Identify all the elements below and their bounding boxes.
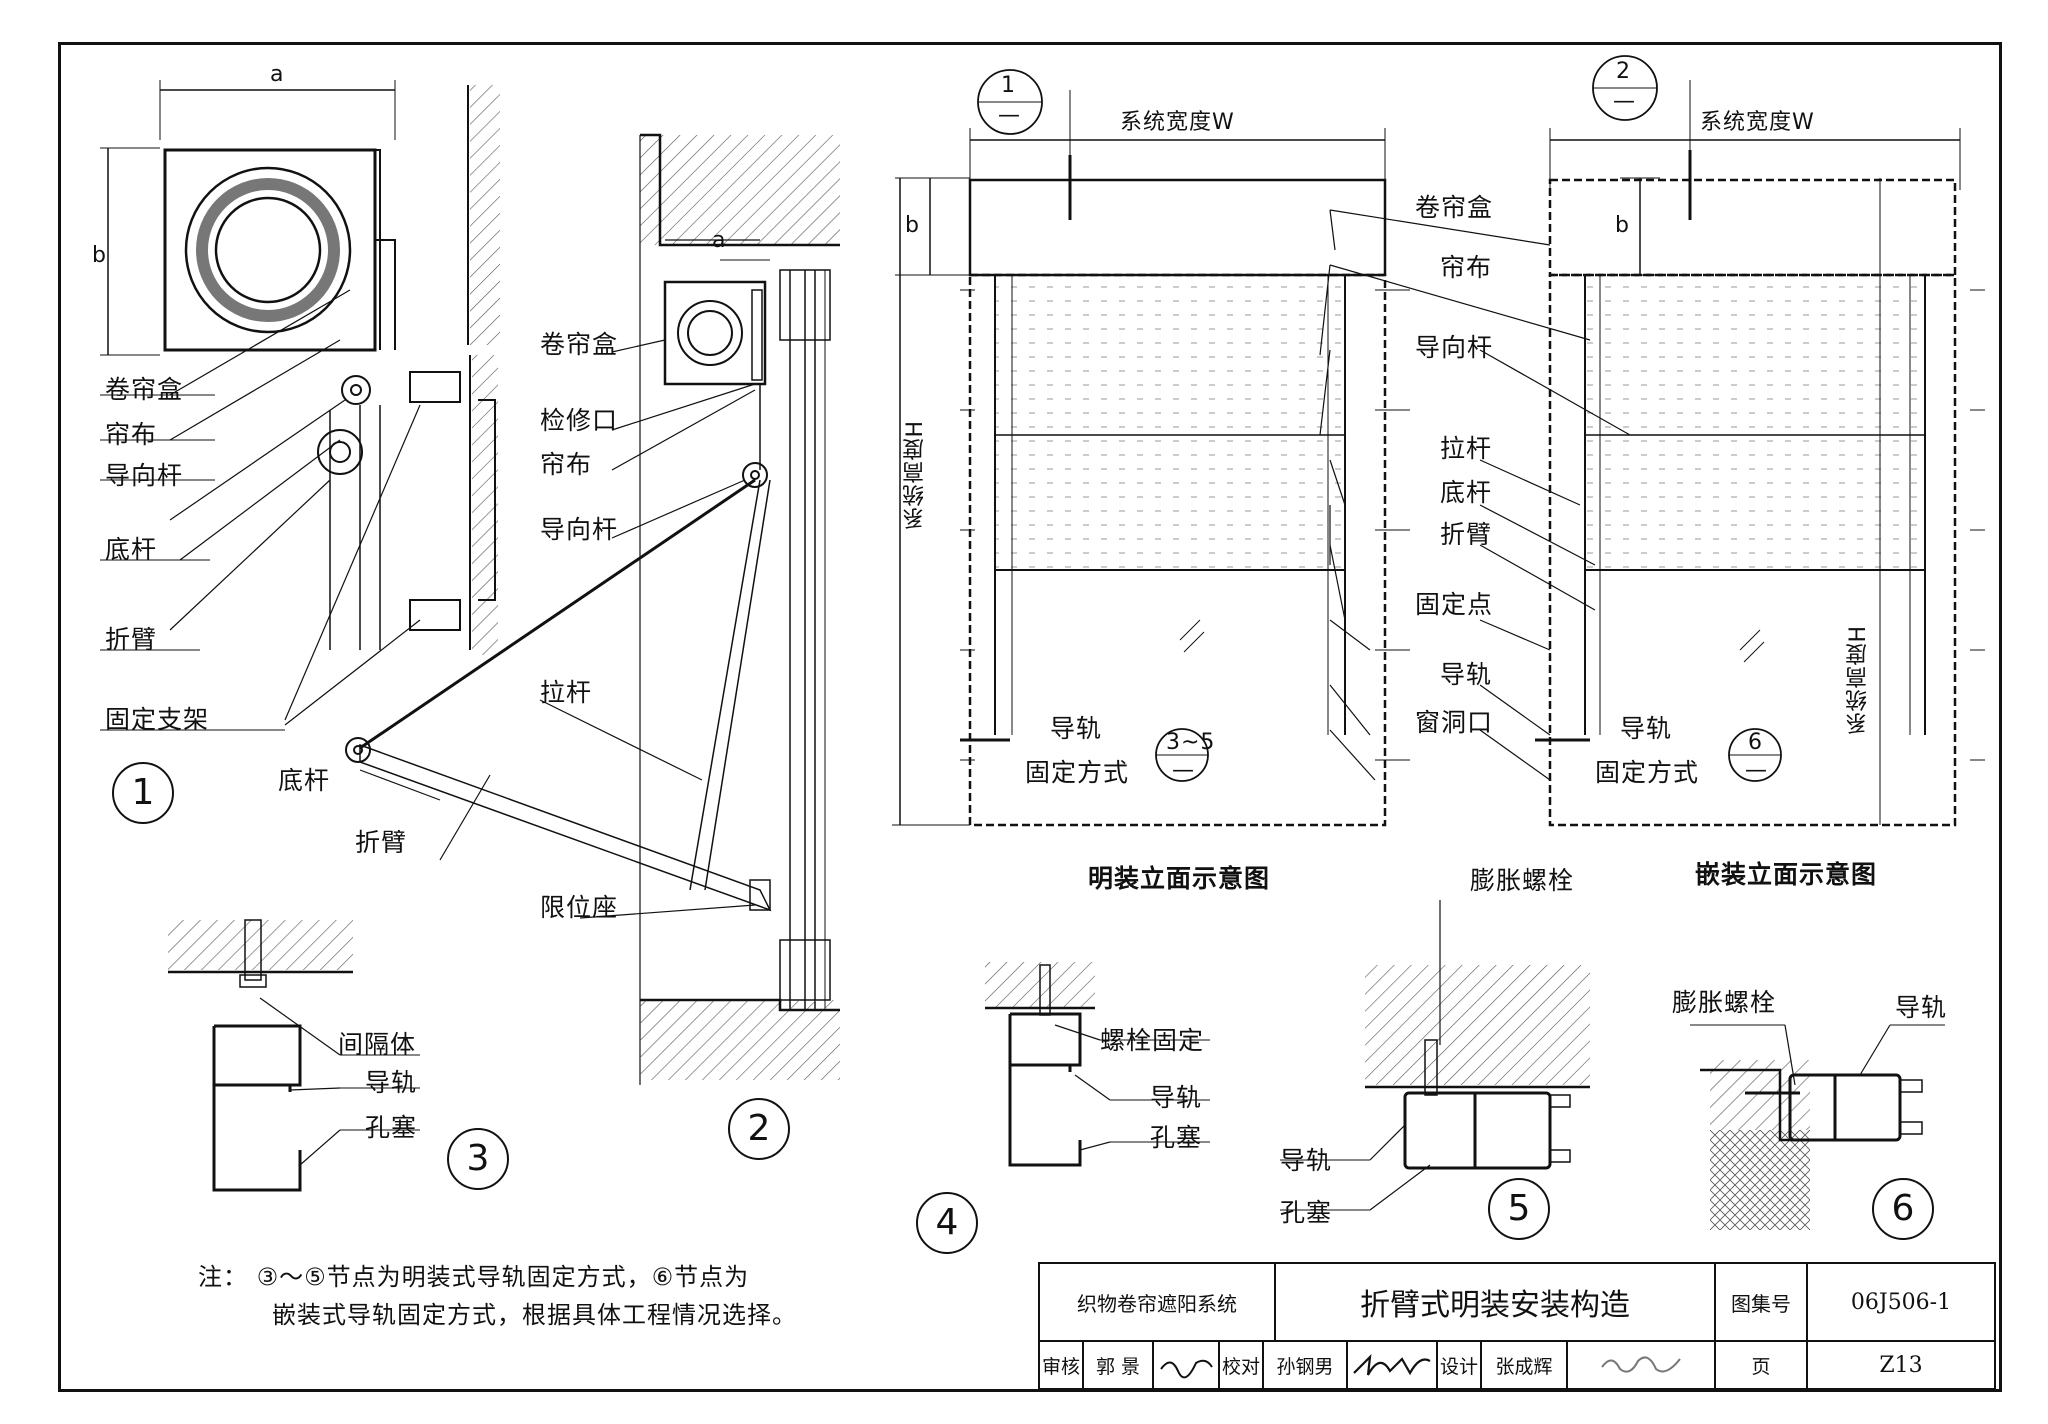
d6-label-rail: 导轨 [1895,993,1948,1022]
elev1-width-label: 系统宽度W [1120,110,1235,135]
tb-page-no: Z13 [1879,1352,1923,1378]
elev2-detail-ref-top: 6 [1748,730,1763,755]
d2-dim-a: a [712,228,727,253]
tb-design-signature [1568,1342,1716,1388]
d2-label-bottom-bar: 底杆 [278,766,331,795]
d2-label-pull-rod: 拉杆 [540,678,593,707]
tb-atlas-label: 图集号 [1716,1264,1808,1342]
d4-label-bolt-fix: 螺栓固定 [1100,1026,1205,1055]
d1-label-fold-arm: 折臂 [105,625,158,654]
detail-1-drawing [100,80,500,731]
elev1-height-label: 系统高度H [903,420,928,530]
d5-label-rail: 导轨 [1280,1146,1333,1175]
note-line-2: 嵌装式导轨固定方式，根据具体工程情况选择。 [272,1301,797,1329]
tb-atlas-no: 06J506-1 [1808,1264,1994,1342]
detail-3-number: 3 [447,1128,509,1190]
elev-label-pull-rod: 拉杆 [1440,434,1493,463]
elev2-width-label: 系统宽度W [1700,110,1815,135]
detail-2-drawing [345,133,840,1085]
tb-check-signature [1348,1342,1438,1388]
note-prefix: 注： [198,1263,248,1291]
tb-page-label: 页 [1716,1342,1808,1388]
elev2-label-rail: 导轨 [1620,714,1673,743]
d1-label-fabric: 帘布 [105,420,158,449]
elev-label-box: 卷帘盒 [1415,193,1494,222]
elev2-ref-bot: — [1613,89,1636,114]
tb-check-label: 校对 [1220,1342,1264,1388]
d3-label-rail: 导轨 [365,1068,418,1097]
detail-5-drawing [1280,900,1590,1211]
elev-label-guide-bar: 导向杆 [1415,333,1494,362]
d5-label-plug: 孔塞 [1280,1198,1333,1227]
detail-2-number: 2 [728,1098,790,1160]
d3-label-spacer: 间隔体 [338,1030,417,1059]
elev-label-rail: 导轨 [1440,660,1493,689]
elev2-ref-top: 2 [1616,59,1631,84]
d1-label-bottom-bar: 底杆 [105,535,158,564]
drawing-sheet-border [58,42,2002,1392]
elev1-ref-top: 1 [1001,73,1016,98]
tb-review-name: 郭 景 [1084,1342,1154,1388]
elev1-dim-b: b [905,213,920,238]
elevation-surface-drawing [892,69,1410,827]
tb-review-label: 审核 [1040,1342,1084,1388]
elev-label-fix-point: 固定点 [1415,590,1494,619]
title-block: 织物卷帘遮阳系统 折臂式明装安装构造 图集号 06J506-1 审核 郭 景 校… [1038,1262,1996,1390]
elev1-detail-ref-top: 3~5 [1166,730,1216,755]
tb-design-label: 设计 [1438,1342,1482,1388]
elev2-dim-b: b [1615,213,1630,238]
d3-label-plug: 孔塞 [365,1113,418,1142]
d1-dim-b: b [92,243,107,268]
detail-6-drawing [1690,1024,1945,1230]
d1-label-bracket: 固定支架 [105,705,210,734]
d2-label-stop: 限位座 [540,893,619,922]
elev2-height-label: 系统高度H [1846,625,1871,735]
elev1-ref-bot: — [998,103,1021,128]
detail-4-drawing [985,962,1210,1167]
elevation-leaders [1319,209,1631,781]
d2-label-access: 检修口 [540,406,619,435]
note-line-1: ③～⑤节点为明装式导轨固定方式，⑥节点为 [256,1263,750,1291]
tb-check-name: 孙钢男 [1264,1342,1348,1388]
elev1-label-fix-method: 固定方式 [1025,758,1130,787]
detail-1-number: 1 [112,762,174,824]
d1-label-guide-bar: 导向杆 [105,461,184,490]
elev-label-fold-arm: 折臂 [1440,520,1493,549]
elev-label-opening: 窗洞口 [1415,708,1494,737]
tb-review-signature [1154,1342,1220,1388]
elev2-detail-ref-bot: — [1745,758,1768,783]
elevation-surface-caption: 明装立面示意图 [1088,864,1271,893]
d2-label-fabric: 帘布 [540,450,593,479]
detail-3-drawing [168,919,420,1192]
detail-4-number: 4 [916,1192,978,1254]
d4-label-plug: 孔塞 [1150,1123,1203,1152]
d2-label-guide-bar: 导向杆 [540,515,619,544]
d4-label-rail: 导轨 [1150,1083,1203,1112]
elevation-embedded-caption: 嵌装立面示意图 [1695,860,1878,889]
d1-dim-a: a [270,62,285,87]
detail-6-number: 6 [1872,1178,1934,1240]
d2-label-box: 卷帘盒 [540,330,619,359]
elev1-detail-ref-bot: — [1172,758,1195,783]
detail-5-number: 5 [1488,1178,1550,1240]
d2-label-fold-arm: 折臂 [355,828,408,857]
elev2-label-fix-method: 固定方式 [1595,758,1700,787]
d1-label-box: 卷帘盒 [105,375,184,404]
tb-system: 织物卷帘遮阳系统 [1040,1264,1276,1342]
elev1-label-rail: 导轨 [1050,714,1103,743]
d6-label-bolt: 膨胀螺栓 [1672,988,1777,1017]
elevation-embedded-drawing [1535,55,1985,827]
elev-label-bottom-bar: 底杆 [1440,478,1493,507]
tb-title: 折臂式明装安装构造 [1276,1264,1716,1342]
d5-label-bolt: 膨胀螺栓 [1470,866,1575,895]
tb-design-name: 张成辉 [1482,1342,1568,1388]
elev-label-fabric: 帘布 [1440,253,1493,282]
drawing-note: 注： ③～⑤节点为明装式导轨固定方式，⑥节点为 嵌装式导轨固定方式，根据具体工程… [198,1258,797,1334]
